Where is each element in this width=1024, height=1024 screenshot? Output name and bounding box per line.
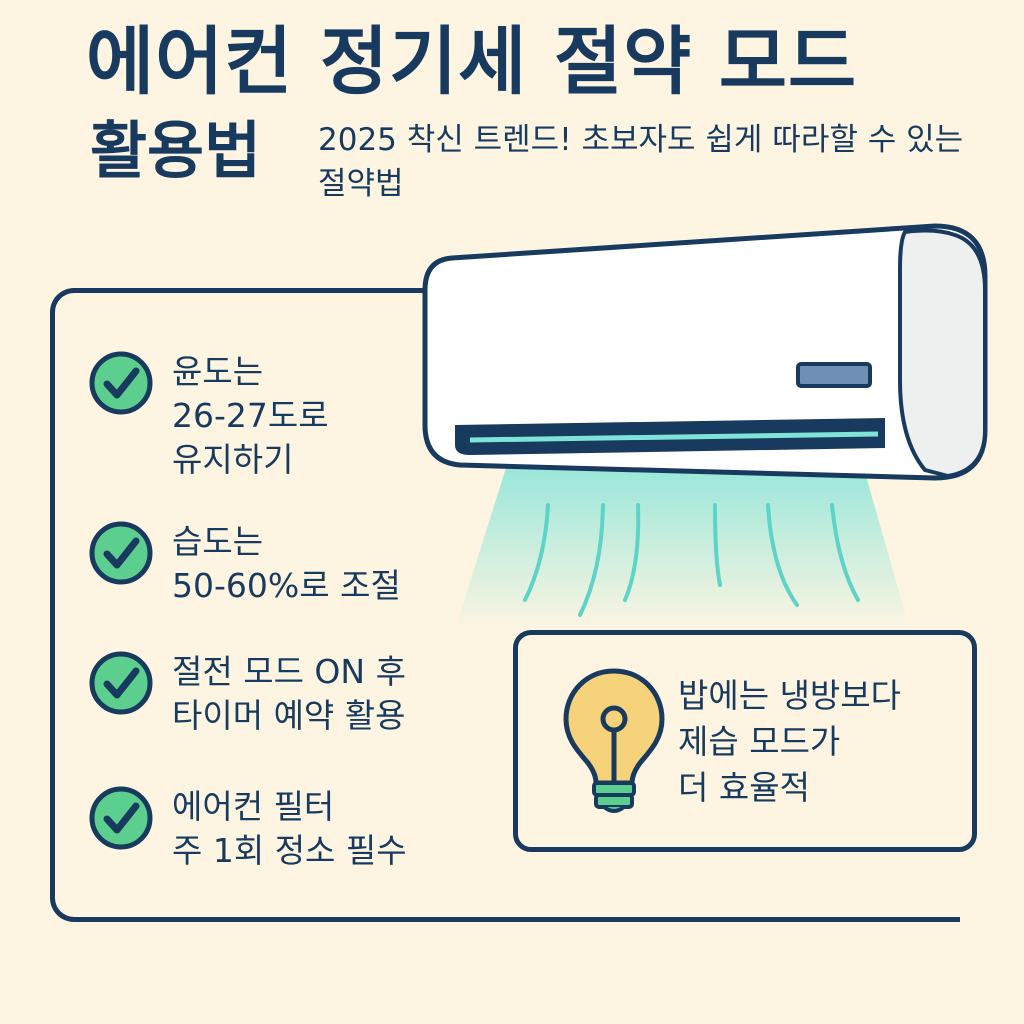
check-circle-icon — [89, 521, 153, 585]
tip-label: 에어컨 필터 주 1회 정소 필수 — [172, 787, 407, 870]
check-circle-icon — [89, 651, 153, 715]
airflow — [455, 455, 910, 630]
tip-card-text: 밥에는 냉방보다 제습 모드가 더 효율적 — [678, 676, 902, 807]
tip-label: 습도는 50-60%로 조절 — [172, 522, 401, 605]
page-title-second-line: 활용법 — [90, 114, 262, 187]
tip-item: 에어컨 필터 주 1회 정소 필수 — [88, 785, 407, 873]
check-circle-icon — [89, 351, 153, 415]
tip-label: 윤도는 26-27도로 유지하기 — [172, 352, 329, 479]
ac-unit — [422, 223, 988, 481]
tip-label: 절전 모드 ON 후 타이머 예약 활용 — [172, 652, 406, 735]
tip-card: 밥에는 냉방보다 제습 모드가 더 효율적 — [513, 630, 977, 852]
page-subtitle: 2025 착신 트렌드! 초보자도 쉽게 따라할 수 있는 절약법 — [318, 122, 964, 202]
lightbulb-icon — [563, 668, 665, 813]
tip-item: 윤도는 26-27도로 유지하기 — [88, 350, 329, 482]
check-circle-icon — [89, 786, 153, 850]
tip-item: 습도는 50-60%로 조절 — [88, 520, 401, 608]
page-title: 에어컨 정기세 절약 모드 — [86, 19, 858, 105]
tip-item: 절전 모드 ON 후 타이머 예약 활용 — [88, 650, 406, 738]
